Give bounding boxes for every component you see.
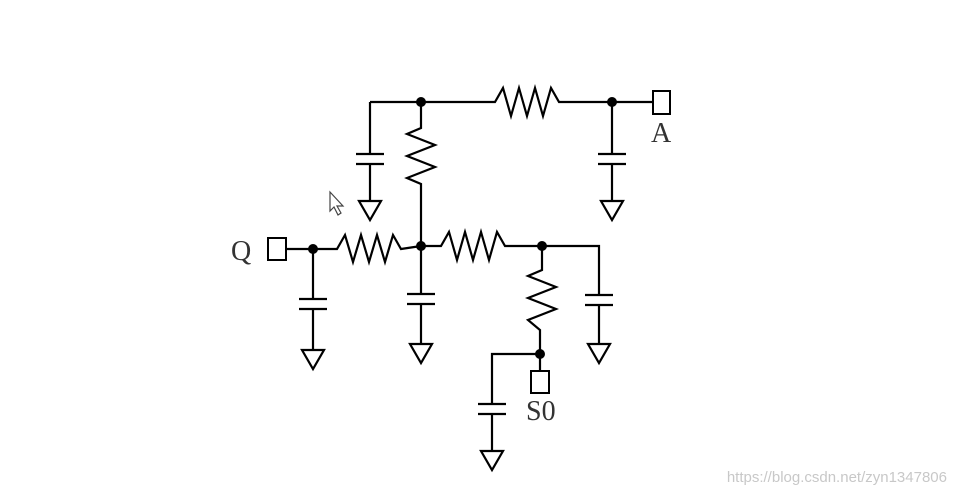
ground-symbol — [408, 342, 434, 366]
cap-top-right — [598, 102, 626, 201]
ground-symbol — [357, 199, 383, 223]
mouse-pointer-icon — [329, 190, 345, 216]
resistor-middle-right — [421, 227, 542, 265]
ground-symbol — [586, 342, 612, 366]
cap-center — [407, 246, 435, 344]
ground-symbol — [479, 449, 505, 473]
port-s0 — [530, 370, 550, 394]
resistor-vertical-lower — [524, 246, 560, 354]
junction-node — [416, 97, 426, 107]
cap-middle-right — [542, 244, 613, 344]
cap-top-left — [356, 102, 384, 201]
junction-node — [416, 241, 426, 251]
label-q: Q — [231, 236, 251, 267]
watermark-text: https://blog.csdn.net/zyn1347806 — [726, 469, 947, 486]
port-q — [267, 237, 287, 261]
junction-node — [308, 244, 318, 254]
label-a: A — [651, 118, 672, 149]
resistor-middle-left — [313, 231, 422, 266]
port-a — [652, 90, 671, 115]
ground-symbol — [300, 348, 326, 372]
junction-node — [537, 241, 547, 251]
label-s0: S0 — [526, 396, 556, 427]
ground-symbol — [599, 199, 625, 223]
junction-node — [535, 349, 545, 359]
resistor-vertical-upper — [403, 102, 439, 246]
resistor-top — [421, 83, 612, 121]
cap-q-node — [299, 249, 327, 350]
junction-node — [607, 97, 617, 107]
cap-bottom — [478, 352, 540, 451]
